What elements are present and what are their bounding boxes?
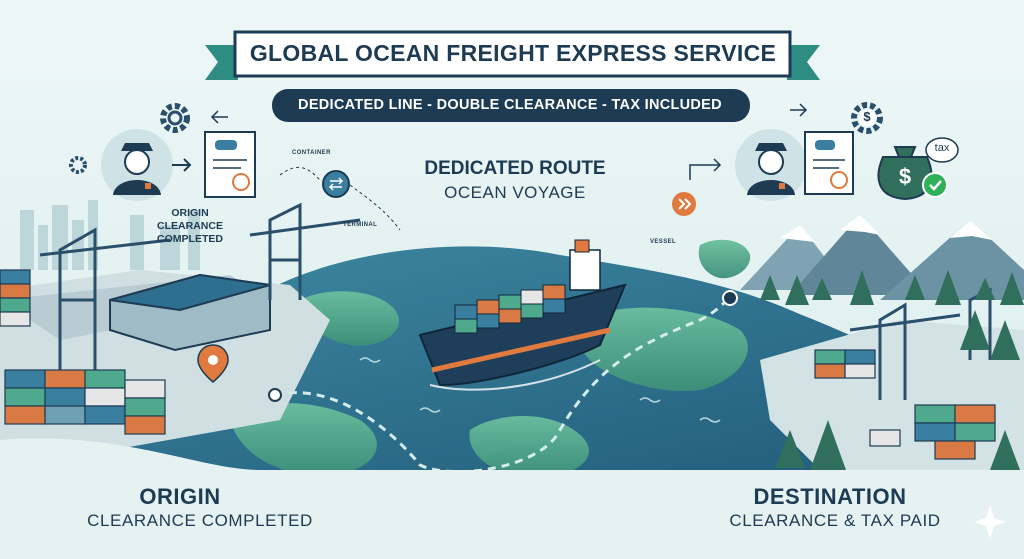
route-start-marker: [268, 388, 282, 402]
tax-bubble-icon: [925, 137, 959, 163]
route-end-marker: [722, 290, 738, 306]
origin-title: ORIGIN: [139, 484, 221, 509]
container-stack-right: [814, 349, 996, 460]
swap-arrows-icon: [322, 170, 350, 198]
customs-officer-icon: [101, 129, 173, 201]
route-title: DEDICATED ROUTE: [424, 158, 606, 179]
waves: [359, 357, 721, 423]
forest: [760, 270, 1024, 470]
document-icon: [204, 131, 256, 198]
destination-subtitle: CLEARANCE & TAX PAID: [729, 511, 941, 530]
origin-port: [0, 202, 361, 470]
bottom-panel: [0, 470, 1024, 559]
tax-bubble-text: tax: [934, 142, 950, 154]
money-bag-icon: [877, 146, 933, 201]
subtitle-pill: DEDICATED LINE - DOUBLE CLEARANCE - TAX …: [298, 97, 722, 113]
origin-subtitle: CLEARANCE COMPLETED: [87, 511, 313, 530]
container-label: CONTAINER: [292, 150, 331, 156]
world-map: [230, 239, 751, 479]
forward-arrows-icon: [672, 192, 696, 216]
arrow-icon: [172, 158, 192, 172]
destination-title: DESTINATION: [753, 484, 907, 509]
gear-icon: [160, 103, 190, 133]
dollar-badge-text: $: [863, 109, 871, 124]
sparkle-icon: [974, 505, 1006, 539]
arrow-icon: [210, 110, 228, 124]
terminal-label: TERMINAL: [343, 222, 378, 228]
dollar-badge-icon: [859, 110, 875, 126]
crane-icon: [39, 202, 361, 380]
shipping-route: [274, 296, 731, 474]
checkmark-icon: [922, 172, 948, 198]
document-icon: [804, 131, 854, 195]
city-skyline: [20, 200, 200, 270]
route-subtitle: OCEAN VOYAGE: [444, 183, 586, 202]
origin-small-label: ORIGIN CLEARANCE COMPLETED: [157, 207, 223, 245]
customs-officer-icon: [735, 129, 807, 201]
main-title: GLOBAL OCEAN FREIGHT EXPRESS SERVICE: [249, 40, 777, 66]
arrow-icon: [790, 103, 808, 117]
container-stack-left: [0, 269, 166, 435]
title-banner: [205, 30, 820, 122]
money-bag-dollar-text: $: [898, 164, 912, 189]
container-ship-icon: [418, 239, 627, 391]
location-pin-icon: [197, 344, 229, 383]
gear-icon: [69, 156, 87, 174]
gear-icon: [851, 102, 883, 134]
vessel-label: VESSEL: [650, 239, 677, 245]
